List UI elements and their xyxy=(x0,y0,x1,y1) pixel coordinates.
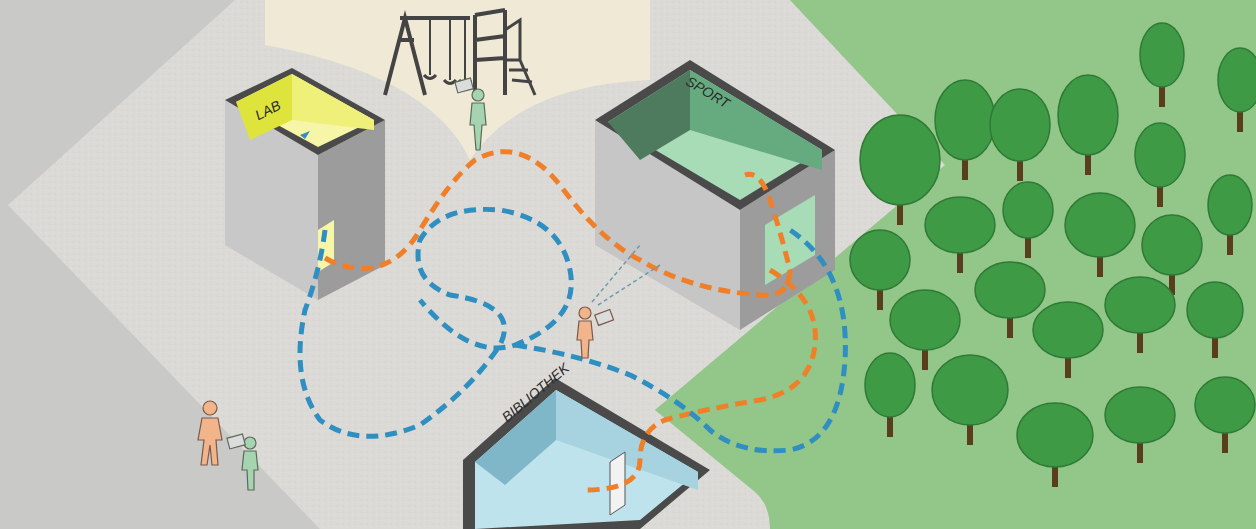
tree-crown xyxy=(925,197,995,253)
tree-crown xyxy=(890,290,960,350)
tree-crown xyxy=(1058,75,1118,155)
tree-crown xyxy=(1187,282,1243,338)
person-green-playground xyxy=(455,78,486,150)
tree-crown xyxy=(1105,277,1175,333)
person-orange-center xyxy=(577,307,614,358)
library-building xyxy=(463,378,710,529)
tree-crown xyxy=(935,80,995,160)
building-label: SPORT xyxy=(683,72,737,114)
tree-crown xyxy=(975,262,1045,318)
tree-crown xyxy=(1033,302,1103,358)
tree-crown xyxy=(865,353,915,417)
tree-crown xyxy=(1017,403,1093,467)
forest xyxy=(850,23,1256,487)
blue-route xyxy=(300,209,845,450)
tree-crown xyxy=(1218,48,1256,112)
tree-crown xyxy=(932,355,1008,425)
tree-crown xyxy=(860,115,940,205)
tree-crown xyxy=(990,89,1050,161)
tree-crown xyxy=(1135,123,1185,187)
person-orange-left xyxy=(198,401,222,465)
climbing-frame xyxy=(475,10,535,95)
person-green-left xyxy=(227,434,258,490)
tree-crown xyxy=(1195,377,1255,433)
lab-building xyxy=(225,68,385,300)
building-name: BIBLIOTHEK xyxy=(499,360,572,425)
routes xyxy=(300,152,845,490)
tree-crown xyxy=(1142,215,1202,275)
tree-crown xyxy=(1208,175,1252,235)
tree-crown xyxy=(1105,387,1175,443)
tree-crown xyxy=(1065,193,1135,257)
tree-crown xyxy=(1003,182,1053,238)
view-lines xyxy=(592,245,660,305)
orange-route xyxy=(325,152,815,490)
tree-crown xyxy=(1140,23,1184,87)
tree-crown xyxy=(850,230,910,290)
building-label: BIBLIOTHEK xyxy=(498,357,575,426)
building-name: SPORT xyxy=(683,73,732,111)
building-name: LAB xyxy=(252,97,283,123)
sport-building xyxy=(595,60,835,330)
building-label: LAB xyxy=(252,94,287,124)
